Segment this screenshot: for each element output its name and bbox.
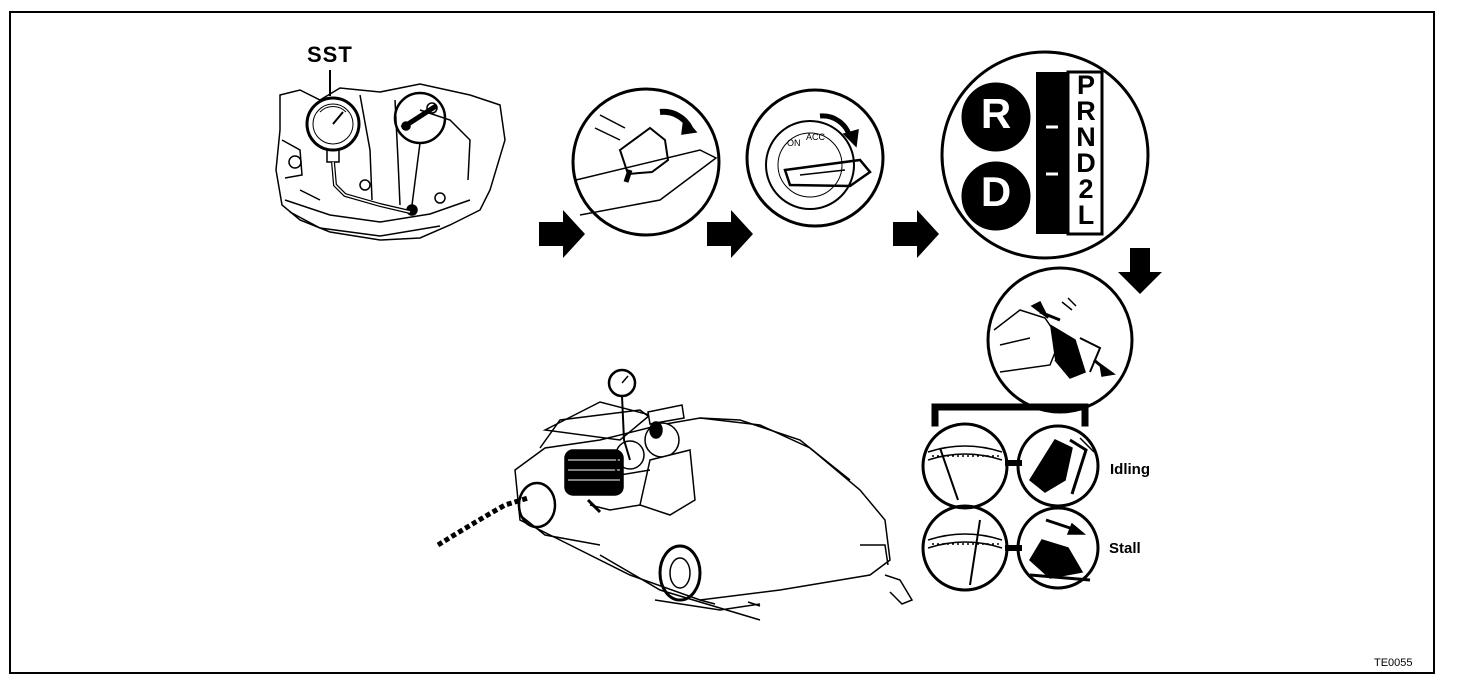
idling-label: Idling [1110,461,1150,478]
gear-selector-positions: P R N D 2 L [1071,72,1101,232]
gear-r-marker: R [980,90,1012,137]
gear-position: L [1077,200,1095,230]
pedal-stall-illustration [1016,506,1100,590]
stall-label: Stall [1109,540,1141,557]
right-arrow-icon [707,210,753,258]
gear-position: P [1076,70,1095,100]
car-stall-test-illustration [436,368,914,621]
ignition-key-illustration: ON ACC [745,88,885,228]
right-arrow-icon [539,210,585,258]
sst-gauge-transmission-illustration [275,70,506,241]
gear-d-marker: D [980,168,1012,215]
gear-position: 2 [1078,174,1094,204]
sst-label: SST [307,42,353,67]
gear-selector-illustration [940,50,1150,260]
tachometer-idling-illustration [921,422,1022,510]
gear-position: D [1076,148,1096,178]
svg-text:ACC: ACC [806,132,826,142]
pressure-gauge-icon [305,96,411,214]
down-arrow-icon [1118,248,1162,294]
pedal-idling-illustration [1016,424,1100,508]
figure-code: TE0055 [1374,657,1413,669]
tachometer-stall-illustration [921,504,1022,592]
parking-brake-illustration [571,87,721,237]
pedal-feet-illustration [986,266,1134,414]
right-arrow-icon [893,210,939,258]
svg-text:ON: ON [787,138,801,148]
bracket-connector [931,403,1089,427]
gear-position: R [1076,96,1096,126]
gear-position: N [1076,122,1096,152]
figure-border [9,11,1435,674]
